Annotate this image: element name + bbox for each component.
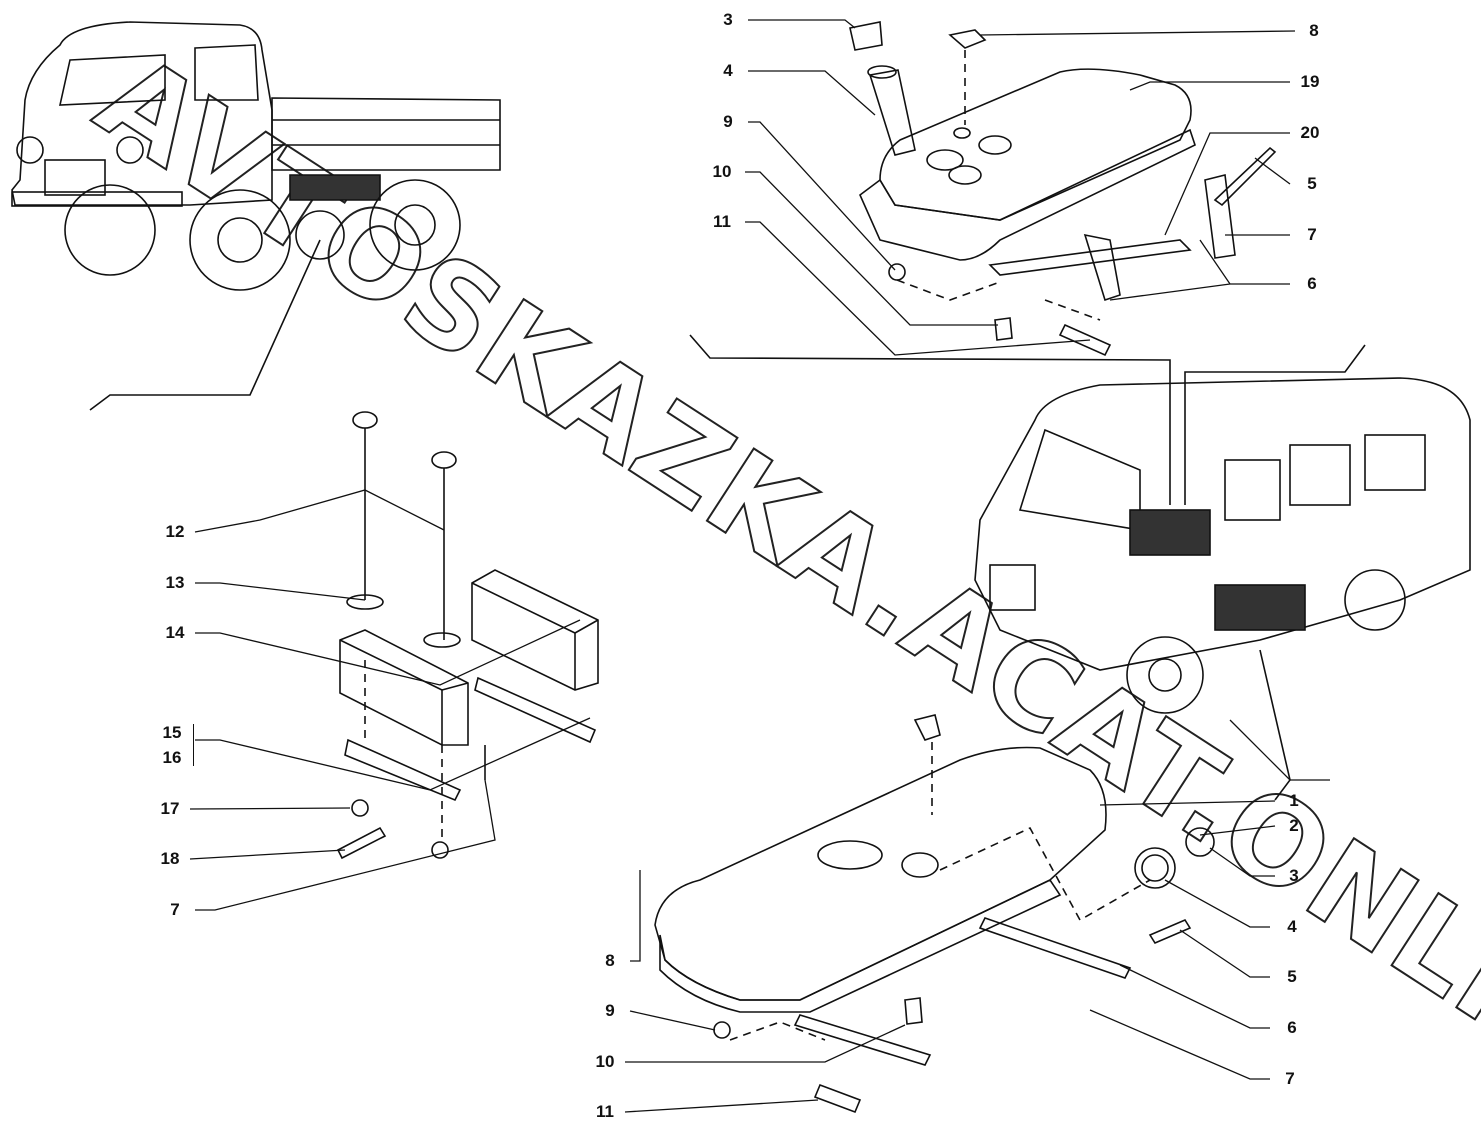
callout-9: 9 xyxy=(723,112,733,131)
callout-9-bottom: 9 xyxy=(605,1001,615,1020)
callout-11: 11 xyxy=(713,212,731,231)
callout-bracket xyxy=(193,724,194,766)
leader-lines xyxy=(189,19,1330,1113)
mounting-block-illustration xyxy=(336,411,599,860)
callout-20: 20 xyxy=(1300,123,1320,142)
callout-8: 8 xyxy=(1309,21,1319,40)
callout-4-bottom: 4 xyxy=(1287,917,1297,936)
callout-7: 7 xyxy=(1307,225,1317,244)
callout-14: 14 xyxy=(165,623,185,642)
callout-18: 18 xyxy=(160,849,180,868)
bottom-fuel-tank-illustration xyxy=(654,714,1215,1114)
callout-3: 3 xyxy=(723,10,733,29)
callout-10: 10 xyxy=(712,162,732,181)
callout-5-bottom: 5 xyxy=(1287,967,1297,986)
callout-16: 16 xyxy=(162,748,182,767)
van-illustration xyxy=(689,334,1471,801)
callout-2: 2 xyxy=(1289,816,1299,835)
flatbed-truck-illustration xyxy=(11,21,501,411)
callout-1: 1 xyxy=(1289,791,1299,810)
callout-5: 5 xyxy=(1307,174,1317,193)
callout-13: 13 xyxy=(165,573,185,592)
callout-19: 19 xyxy=(1300,72,1320,91)
callout-7-bottom: 7 xyxy=(1285,1069,1295,1088)
callout-4: 4 xyxy=(723,61,733,80)
callout-11-bottom: 11 xyxy=(596,1102,614,1121)
top-fuel-tank-illustration xyxy=(849,21,1277,357)
callout-6: 6 xyxy=(1307,274,1317,293)
callout-15: 15 xyxy=(162,723,182,742)
callout-17: 17 xyxy=(160,799,180,818)
callout-3-bottom: 3 xyxy=(1289,866,1299,885)
callout-10-bottom: 10 xyxy=(595,1052,615,1071)
callout-12: 12 xyxy=(165,522,185,541)
callout-8-bottom: 8 xyxy=(605,951,615,970)
callout-7-block: 7 xyxy=(170,900,180,919)
watermark: AVTOSKAZKA.ACAT.ONLINE xyxy=(75,28,1481,1130)
callout-6-bottom: 6 xyxy=(1287,1018,1297,1037)
